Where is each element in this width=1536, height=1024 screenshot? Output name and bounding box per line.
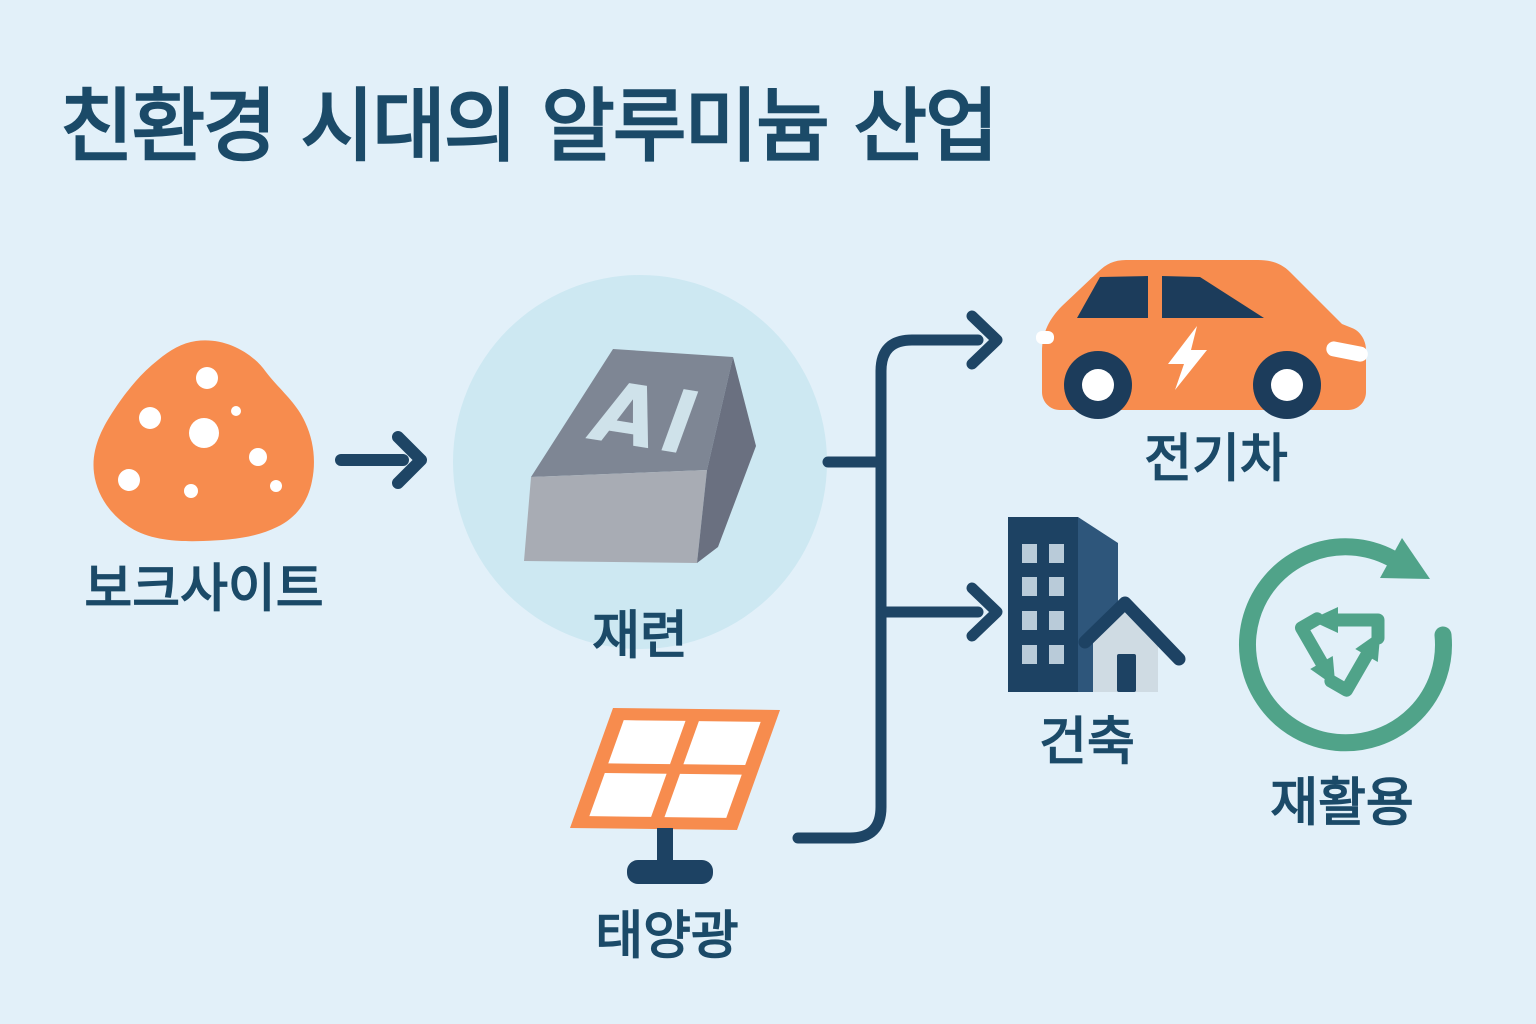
car-headlight (1326, 341, 1368, 362)
electric-car-icon (1036, 260, 1368, 419)
bauxite-label: 보크사이트 (84, 559, 324, 620)
car-taillight (1036, 331, 1054, 344)
connector-smelting-outputs (792, 310, 1003, 844)
arrowhead-to-ev (966, 310, 1003, 370)
recycle-triangle (1294, 607, 1385, 697)
lightning-bolt-icon (1168, 326, 1207, 390)
ev-label: 전기차 (1144, 429, 1288, 490)
recycle-circle-arrow (1239, 538, 1452, 752)
car-wheels (1064, 351, 1321, 419)
solar-label: 태양광 (595, 906, 739, 967)
solar-panel-icon (570, 708, 780, 884)
construction-label: 건축 (1039, 712, 1135, 773)
car-front-window (1162, 276, 1264, 318)
building-windows (1022, 544, 1064, 664)
ingot-al-marking: Al (582, 361, 704, 475)
recycle-circle-arrowhead (1380, 538, 1430, 579)
building-front-face (1008, 517, 1078, 692)
page-title: 친환경 시대의 알루미늄 산업 (60, 80, 999, 173)
building-icon (1008, 517, 1186, 692)
arrowhead-to-construction (966, 582, 1003, 642)
smelting-label: 재련 (592, 606, 688, 667)
recycling-label: 재활용 (1270, 773, 1414, 834)
car-rear-window (1077, 276, 1148, 318)
bauxite-ore-icon (93, 340, 314, 542)
house-roof (1078, 596, 1186, 666)
edge-solar-and-trunk (792, 334, 984, 844)
ore-speckles (118, 367, 282, 498)
house-door (1117, 654, 1136, 692)
recycling-icon (1239, 538, 1452, 752)
arrow-bauxite-to-smelting (335, 431, 427, 489)
aluminum-ingot-icon: Al (524, 349, 756, 563)
